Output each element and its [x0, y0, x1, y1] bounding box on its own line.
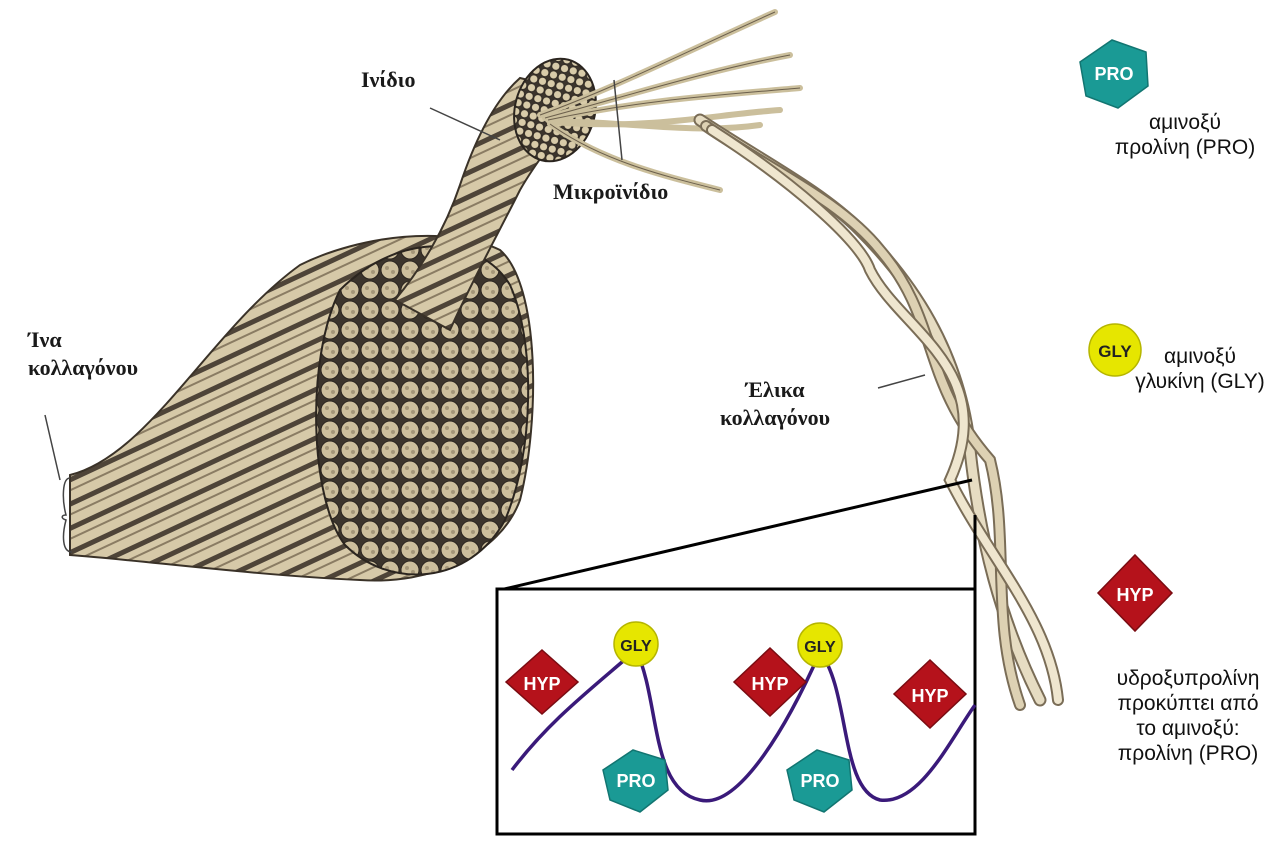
svg-text:HYP: HYP	[751, 674, 788, 694]
collagen-fiber-label: Ίνα κολλαγόνου	[28, 326, 138, 382]
svg-text:PRO: PRO	[800, 771, 839, 791]
fibril-label: Ινίδιο	[361, 66, 415, 94]
inset-box	[497, 589, 975, 834]
legend-hyp-text: υδροξυπρολίνη προκύπτει από το αμινοξύ: …	[1098, 666, 1278, 766]
legend-pro-text: αμινοξύ προλίνη (PRO)	[1100, 110, 1270, 160]
zoom-lines	[500, 480, 975, 590]
svg-text:HYP: HYP	[911, 686, 948, 706]
legend-gly-text: αμινοξύ γλυκίνη (GLY)	[1120, 344, 1280, 394]
inset-gly-2: GLY	[798, 623, 842, 667]
svg-text:GLY: GLY	[620, 638, 652, 655]
svg-text:HYP: HYP	[523, 674, 560, 694]
svg-text:PRO: PRO	[1094, 64, 1133, 84]
svg-text:HYP: HYP	[1116, 585, 1153, 605]
microfibril-label: Μικροϊνίδιο	[553, 178, 668, 206]
collagen-helix-label: Έλικα κολλαγόνου	[720, 376, 830, 432]
svg-text:PRO: PRO	[616, 771, 655, 791]
inset-gly-1: GLY	[614, 622, 658, 666]
legend-hyp-symbol: HYP	[1098, 555, 1172, 631]
legend-pro-symbol: PRO	[1080, 40, 1148, 108]
svg-text:GLY: GLY	[804, 639, 836, 656]
